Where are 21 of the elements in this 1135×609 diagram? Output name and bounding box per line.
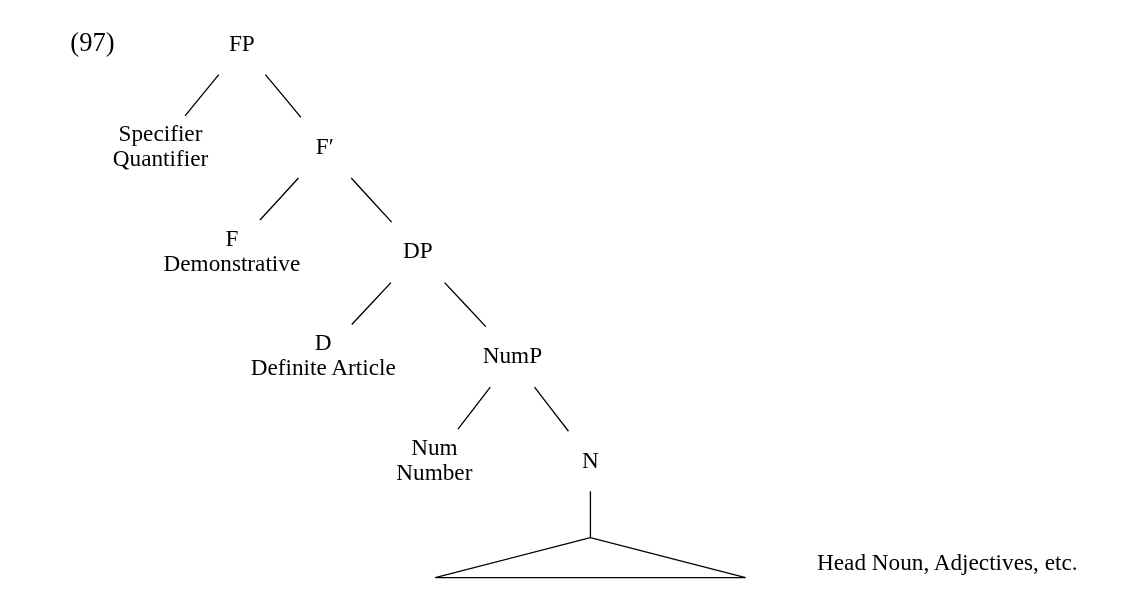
node-text: DP	[402, 237, 433, 264]
connector	[443, 281, 486, 328]
node-text: D Definite Article	[250, 329, 396, 381]
node-text: F′	[315, 132, 334, 159]
node-text: FP	[228, 29, 255, 56]
connector	[258, 177, 299, 221]
node-text: F Demonstrative	[163, 224, 300, 276]
node-triangle	[434, 537, 746, 579]
connector	[350, 281, 392, 326]
node-text: NumP	[482, 341, 542, 368]
label: (97)	[69, 27, 115, 58]
connector	[183, 74, 219, 117]
connector	[589, 490, 591, 538]
node-text: Specifier Quantifier	[112, 120, 208, 172]
node-text: Num Number	[395, 434, 472, 485]
node-label: Head Noun, Adjectives, etc.	[816, 549, 1078, 576]
connector	[533, 386, 569, 432]
connector	[350, 177, 392, 223]
connector	[264, 74, 302, 118]
node-text: N	[581, 446, 599, 473]
connector	[456, 386, 491, 430]
